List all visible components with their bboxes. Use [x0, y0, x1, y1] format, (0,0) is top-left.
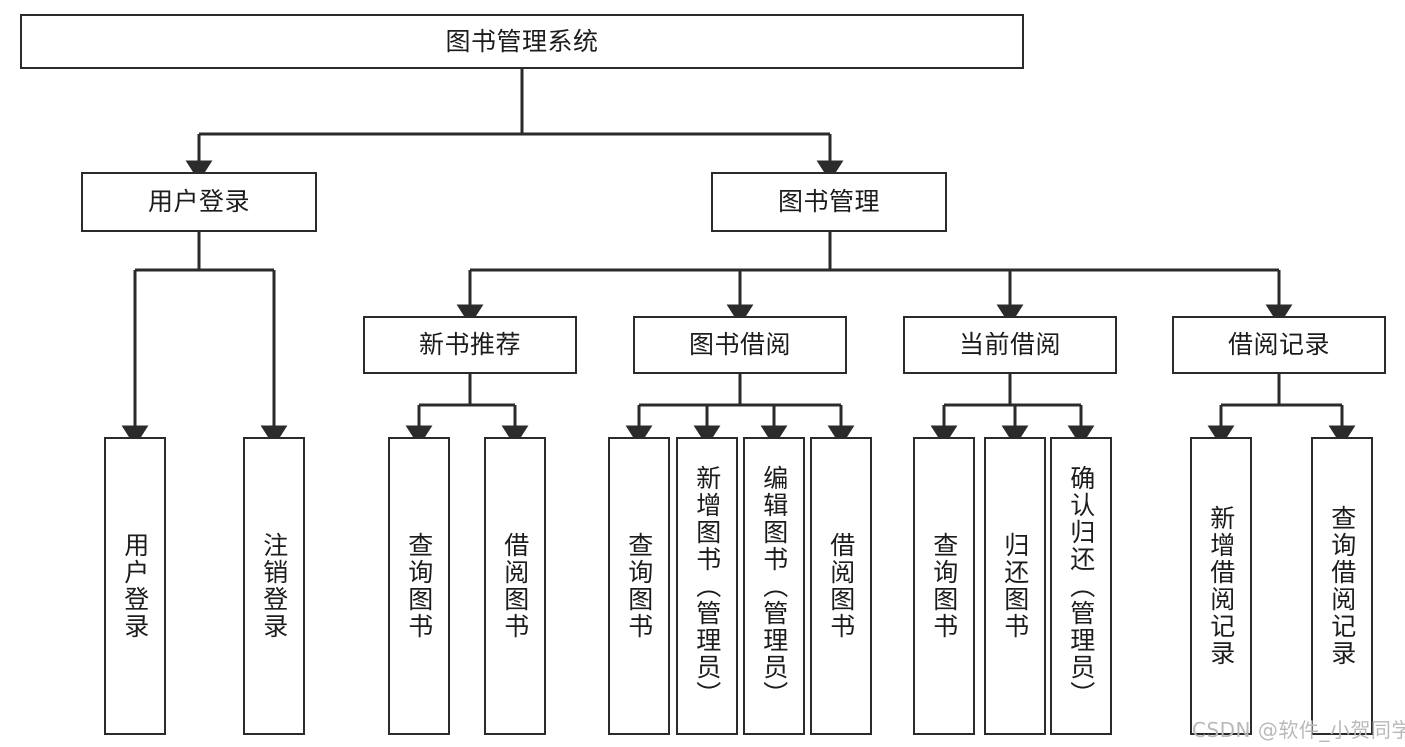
node-leaf-borrow-book-1-label: 借阅图书: [500, 532, 530, 640]
node-leaf-query-book-2[interactable]: 查询图书: [608, 437, 670, 735]
node-leaf-add-book-label: 新增图书（管理员）: [692, 464, 722, 708]
node-user-login-label: 用户登录: [147, 187, 250, 217]
node-user-login[interactable]: 用户登录: [81, 172, 317, 232]
node-book-borrow-label: 图书借阅: [688, 330, 791, 360]
node-leaf-query-book-3-label: 查询图书: [929, 532, 959, 640]
node-leaf-borrow-book-2-label: 借阅图书: [826, 532, 856, 640]
node-leaf-return-book-label: 归还图书: [1000, 532, 1030, 640]
node-borrow-record-label: 借阅记录: [1227, 330, 1330, 360]
node-leaf-query-book-1-label: 查询图书: [404, 532, 434, 640]
node-current-borrow[interactable]: 当前借阅: [903, 316, 1117, 374]
node-leaf-edit-book-label: 编辑图书（管理员）: [759, 464, 789, 708]
node-leaf-query-book-1[interactable]: 查询图书: [388, 437, 450, 735]
node-leaf-edit-book[interactable]: 编辑图书（管理员）: [743, 437, 805, 735]
node-leaf-user-logout[interactable]: 注销登录: [243, 437, 305, 735]
node-leaf-borrow-book-2[interactable]: 借阅图书: [810, 437, 872, 735]
node-leaf-user-logout-label: 注销登录: [259, 532, 289, 640]
node-new-book-recommend[interactable]: 新书推荐: [363, 316, 577, 374]
node-leaf-confirm-return-label: 确认归还（管理员）: [1066, 464, 1096, 708]
node-current-borrow-label: 当前借阅: [958, 330, 1061, 360]
node-leaf-return-book[interactable]: 归还图书: [984, 437, 1046, 735]
node-book-manage[interactable]: 图书管理: [711, 172, 947, 232]
node-new-book-recommend-label: 新书推荐: [418, 330, 521, 360]
node-leaf-user-login[interactable]: 用户登录: [104, 437, 166, 735]
node-book-manage-label: 图书管理: [777, 187, 880, 217]
node-book-borrow[interactable]: 图书借阅: [633, 316, 847, 374]
node-leaf-query-record-label: 查询借阅记录: [1327, 505, 1357, 667]
node-leaf-user-login-label: 用户登录: [120, 532, 150, 640]
node-leaf-add-book[interactable]: 新增图书（管理员）: [676, 437, 738, 735]
node-borrow-record[interactable]: 借阅记录: [1172, 316, 1386, 374]
node-root[interactable]: 图书管理系统: [20, 14, 1024, 69]
node-root-label: 图书管理系统: [445, 26, 599, 56]
watermark-text: CSDN @软件_小贺同学: [1192, 718, 1405, 742]
node-leaf-add-record-label: 新增借阅记录: [1206, 505, 1236, 667]
node-leaf-query-book-3[interactable]: 查询图书: [913, 437, 975, 735]
node-leaf-query-book-2-label: 查询图书: [624, 532, 654, 640]
node-leaf-confirm-return[interactable]: 确认归还（管理员）: [1050, 437, 1112, 735]
node-leaf-add-record[interactable]: 新增借阅记录: [1190, 437, 1252, 735]
node-leaf-borrow-book-1[interactable]: 借阅图书: [484, 437, 546, 735]
node-leaf-query-record[interactable]: 查询借阅记录: [1311, 437, 1373, 735]
